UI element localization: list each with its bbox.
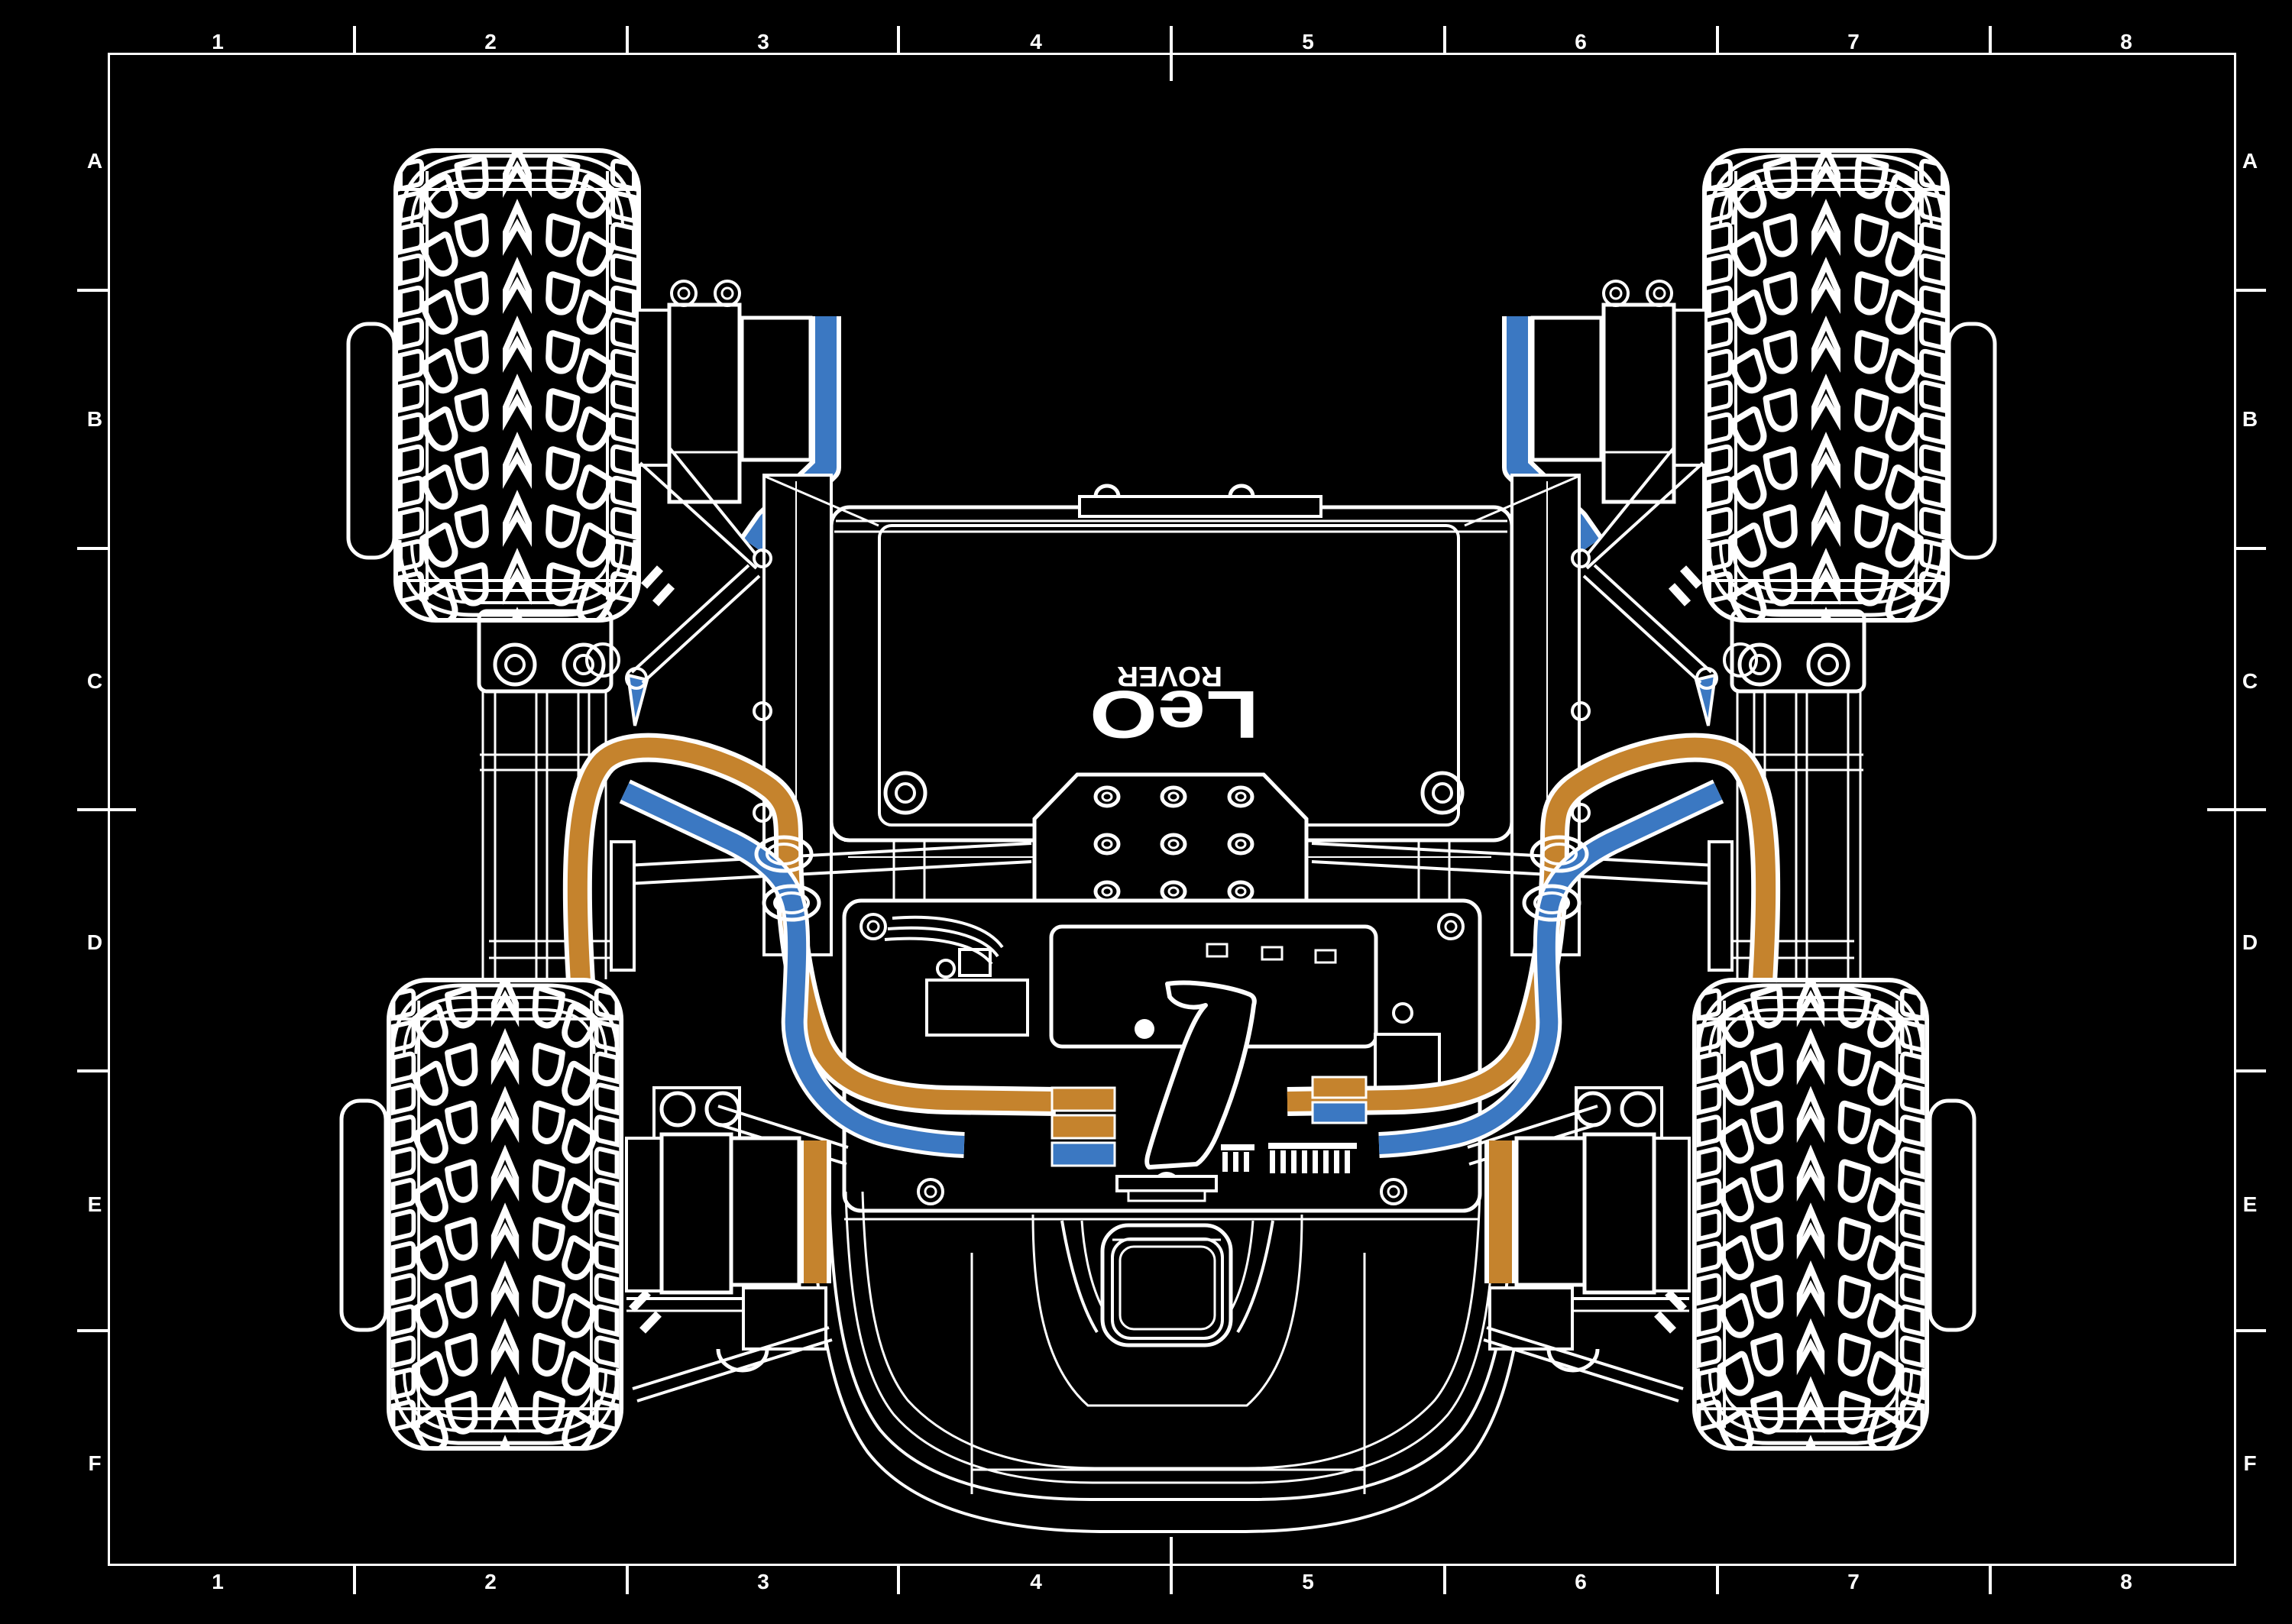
svg-text:B: B: [2242, 407, 2258, 431]
svg-text:1: 1: [212, 30, 224, 53]
svg-text:8: 8: [2120, 30, 2132, 53]
svg-text:2: 2: [484, 1570, 497, 1593]
svg-text:E: E: [88, 1192, 102, 1216]
svg-text:4: 4: [1030, 1570, 1042, 1593]
svg-text:B: B: [87, 407, 102, 431]
svg-text:F: F: [2243, 1451, 2256, 1475]
svg-text:LeO: LeO: [1089, 677, 1259, 752]
svg-text:5: 5: [1302, 30, 1314, 53]
svg-text:E: E: [2243, 1192, 2258, 1216]
svg-text:8: 8: [2120, 1570, 2132, 1593]
svg-text:7: 7: [1847, 1570, 1860, 1593]
svg-text:ROVER: ROVER: [1117, 661, 1222, 692]
svg-text:6: 6: [1575, 30, 1587, 53]
svg-text:C: C: [2242, 669, 2258, 693]
svg-text:D: D: [87, 930, 102, 954]
svg-text:F: F: [88, 1451, 101, 1475]
svg-text:1: 1: [212, 1570, 224, 1593]
svg-text:D: D: [2242, 930, 2258, 954]
svg-text:2: 2: [484, 30, 497, 53]
svg-text:3: 3: [757, 30, 769, 53]
svg-text:6: 6: [1575, 1570, 1587, 1593]
svg-text:4: 4: [1030, 30, 1042, 53]
svg-text:A: A: [2242, 149, 2258, 173]
svg-text:A: A: [87, 149, 102, 173]
svg-text:7: 7: [1847, 30, 1860, 53]
svg-text:5: 5: [1302, 1570, 1314, 1593]
svg-text:C: C: [87, 669, 102, 693]
svg-text:3: 3: [757, 1570, 769, 1593]
